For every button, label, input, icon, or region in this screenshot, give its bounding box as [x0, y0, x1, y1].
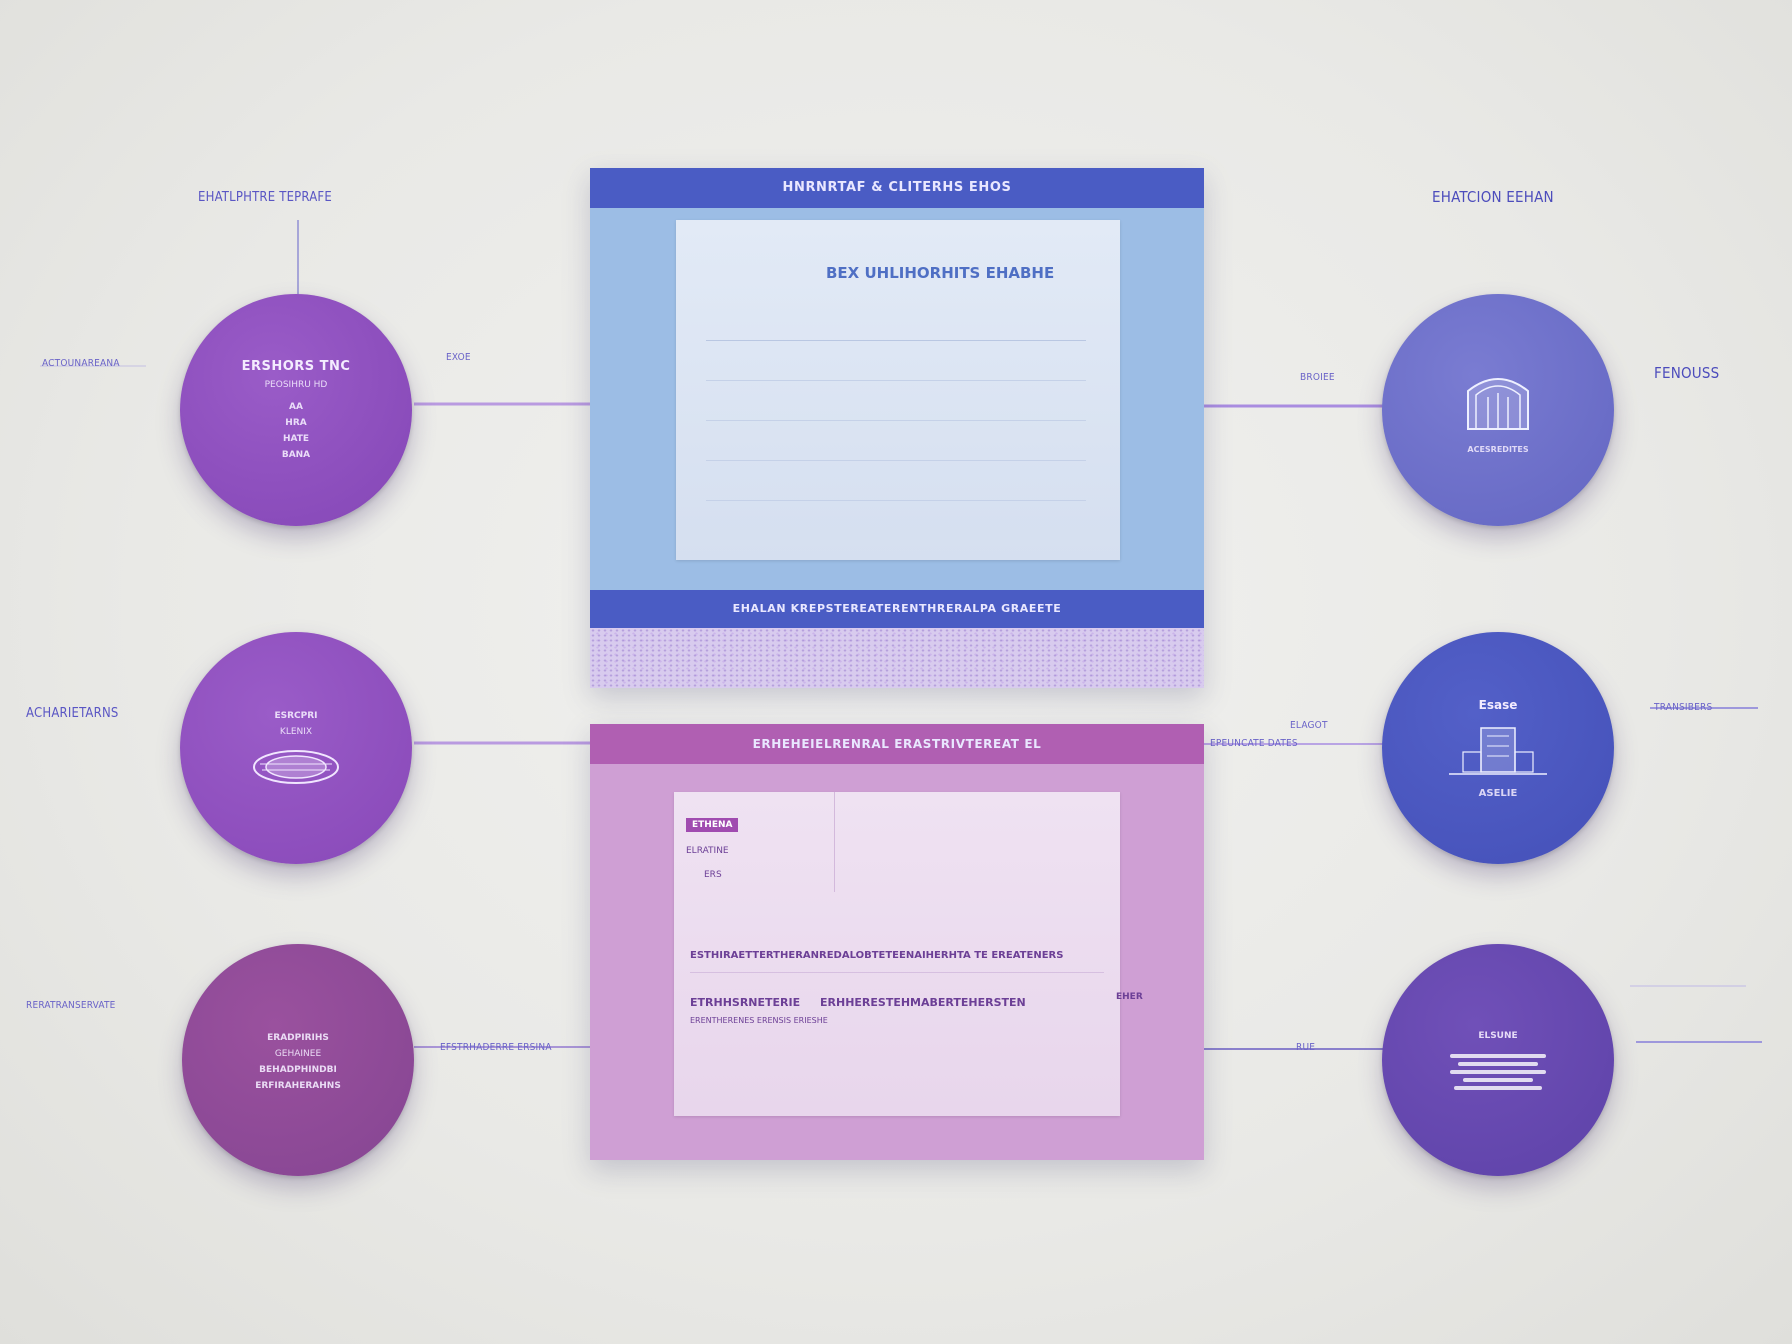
- right-node-1-caption: ACESREDITES: [1467, 444, 1529, 454]
- panel-bottom-right-marker: EHER: [1116, 992, 1143, 1002]
- right-node-3[interactable]: ELSUNE: [1382, 944, 1614, 1176]
- left-node-1-line-3: HATE: [282, 434, 310, 444]
- right-node-2-side-label: TRANSIBERS: [1654, 702, 1713, 713]
- building-icon: [1449, 726, 1547, 775]
- panel-bottom-line-2: ERS: [704, 870, 722, 880]
- panel-bottom-rule: [690, 972, 1104, 973]
- panel-bottom-line-1: ELRATINE: [686, 846, 729, 856]
- right-node-1[interactable]: ACESREDITES: [1382, 294, 1614, 526]
- panel-bottom-row-2-left: ETRHHSRNETERIE: [690, 996, 801, 1009]
- panel-bottom[interactable]: ERHEHEIELRENRAL ERASTRIVTEREAT EL ETHENA…: [590, 724, 1204, 1160]
- left-node-2[interactable]: ESRCPRI KLENIX: [180, 632, 412, 864]
- left-node-3-line-1: BEHADPHINDBI: [259, 1065, 337, 1075]
- label-row3-left-conn: EFSTRHADERRE ERSINA: [440, 1042, 552, 1053]
- left-node-1-subtitle: PEOSIHRU HD: [264, 380, 328, 390]
- panel-top-header: HNRNRTAF & CLITERHS EHOS: [590, 168, 1204, 208]
- right-node-3-label: ELSUNE: [1478, 1031, 1518, 1041]
- panel-top-doc-rule: [706, 340, 1086, 341]
- left-node-3-subtitle: GEHAINEE: [274, 1049, 322, 1059]
- label-row3-right-conn: RUE: [1296, 1042, 1316, 1053]
- panel-bottom-row-1: ESTHIRAETTERTHERANREDALOBTETEENAIHERHTA …: [690, 950, 1064, 961]
- panel-top-doc-rule: [706, 380, 1086, 381]
- panel-bottom-row-2-sub: ERENTHERENES ERENSIS ERIESHE: [690, 1016, 828, 1025]
- panel-bottom-header: ERHEHEIELRENRAL ERASTRIVTEREAT EL: [590, 724, 1204, 764]
- left-node-1-title: ERSHORS TNC: [241, 359, 351, 374]
- panel-top-doc-rule: [706, 500, 1086, 501]
- right-node-2-caption: ASELIE: [1478, 787, 1518, 799]
- label-top-left: EHATLPHTRE TEPRAFE: [198, 190, 332, 205]
- left-node-2-subtitle: KLENIX: [279, 727, 313, 737]
- left-node-3-line-2: ERFIRAHERAHNS: [255, 1081, 341, 1091]
- panel-top-footer: EHALAN KREPSTEREATERENTHRERALPA GRAEETE: [590, 590, 1204, 628]
- left-node-1[interactable]: ERSHORS TNC PEOSIHRU HD AA HRA HATE BANA: [180, 294, 412, 526]
- panel-top-doc-title: BEX UHLIHORHITS EHABHE: [826, 264, 1055, 282]
- left-node-2-side-label: ACHARIETARNS: [26, 706, 119, 721]
- planet-icon: [253, 750, 339, 784]
- panel-bottom-row-2-right: ERHHERESTEHMABERTEHERSTEN: [820, 996, 1026, 1009]
- label-top-right: EHATCION EEHAN: [1432, 188, 1554, 206]
- left-node-1-line-4: BANA: [281, 450, 311, 460]
- panel-top-document: BEX UHLIHORHITS EHABHE: [676, 220, 1120, 560]
- right-node-2-label: Esase: [1478, 697, 1518, 712]
- panel-top-texture: [590, 628, 1204, 688]
- label-mid-right: BROIEE: [1300, 372, 1335, 383]
- left-node-1-line-1: AA: [289, 402, 303, 412]
- label-row2-right-conn: EPEUNCATE DATES: [1210, 738, 1298, 749]
- left-node-3[interactable]: ERADPIRIHS GEHAINEE BEHADPHINDBI ERFIRAH…: [182, 944, 414, 1176]
- left-node-2-title: ESRCPRI: [274, 711, 318, 721]
- panel-top-doc-rule: [706, 460, 1086, 461]
- panel-top-doc-rule: [706, 420, 1086, 421]
- stack-icon: [1450, 1050, 1546, 1094]
- panel-bottom-divider: [834, 792, 835, 892]
- left-node-3-title: ERADPIRIHS: [267, 1033, 329, 1043]
- label-mid-left: EXOE: [446, 352, 471, 363]
- archive-icon: [1467, 377, 1529, 430]
- left-node-1-side-label: ACTOUNAREANA: [42, 358, 120, 369]
- right-node-1-side-label: FENOUSS: [1654, 364, 1720, 382]
- left-node-1-line-2: HRA: [285, 418, 307, 428]
- left-node-3-side-label: RERATRANSERVATE: [26, 1000, 116, 1011]
- panel-bottom-tag: ETHENA: [686, 818, 739, 832]
- panel-bottom-document: ETHENA ELRATINE ERS ESTHIRAETTERTHERANRE…: [674, 792, 1120, 1116]
- right-node-2[interactable]: Esase ASELIE: [1382, 632, 1614, 864]
- panel-top[interactable]: HNRNRTAF & CLITERHS EHOS BEX UHLIHORHITS…: [590, 168, 1204, 688]
- label-row2-right-top: ELAGOT: [1290, 720, 1328, 731]
